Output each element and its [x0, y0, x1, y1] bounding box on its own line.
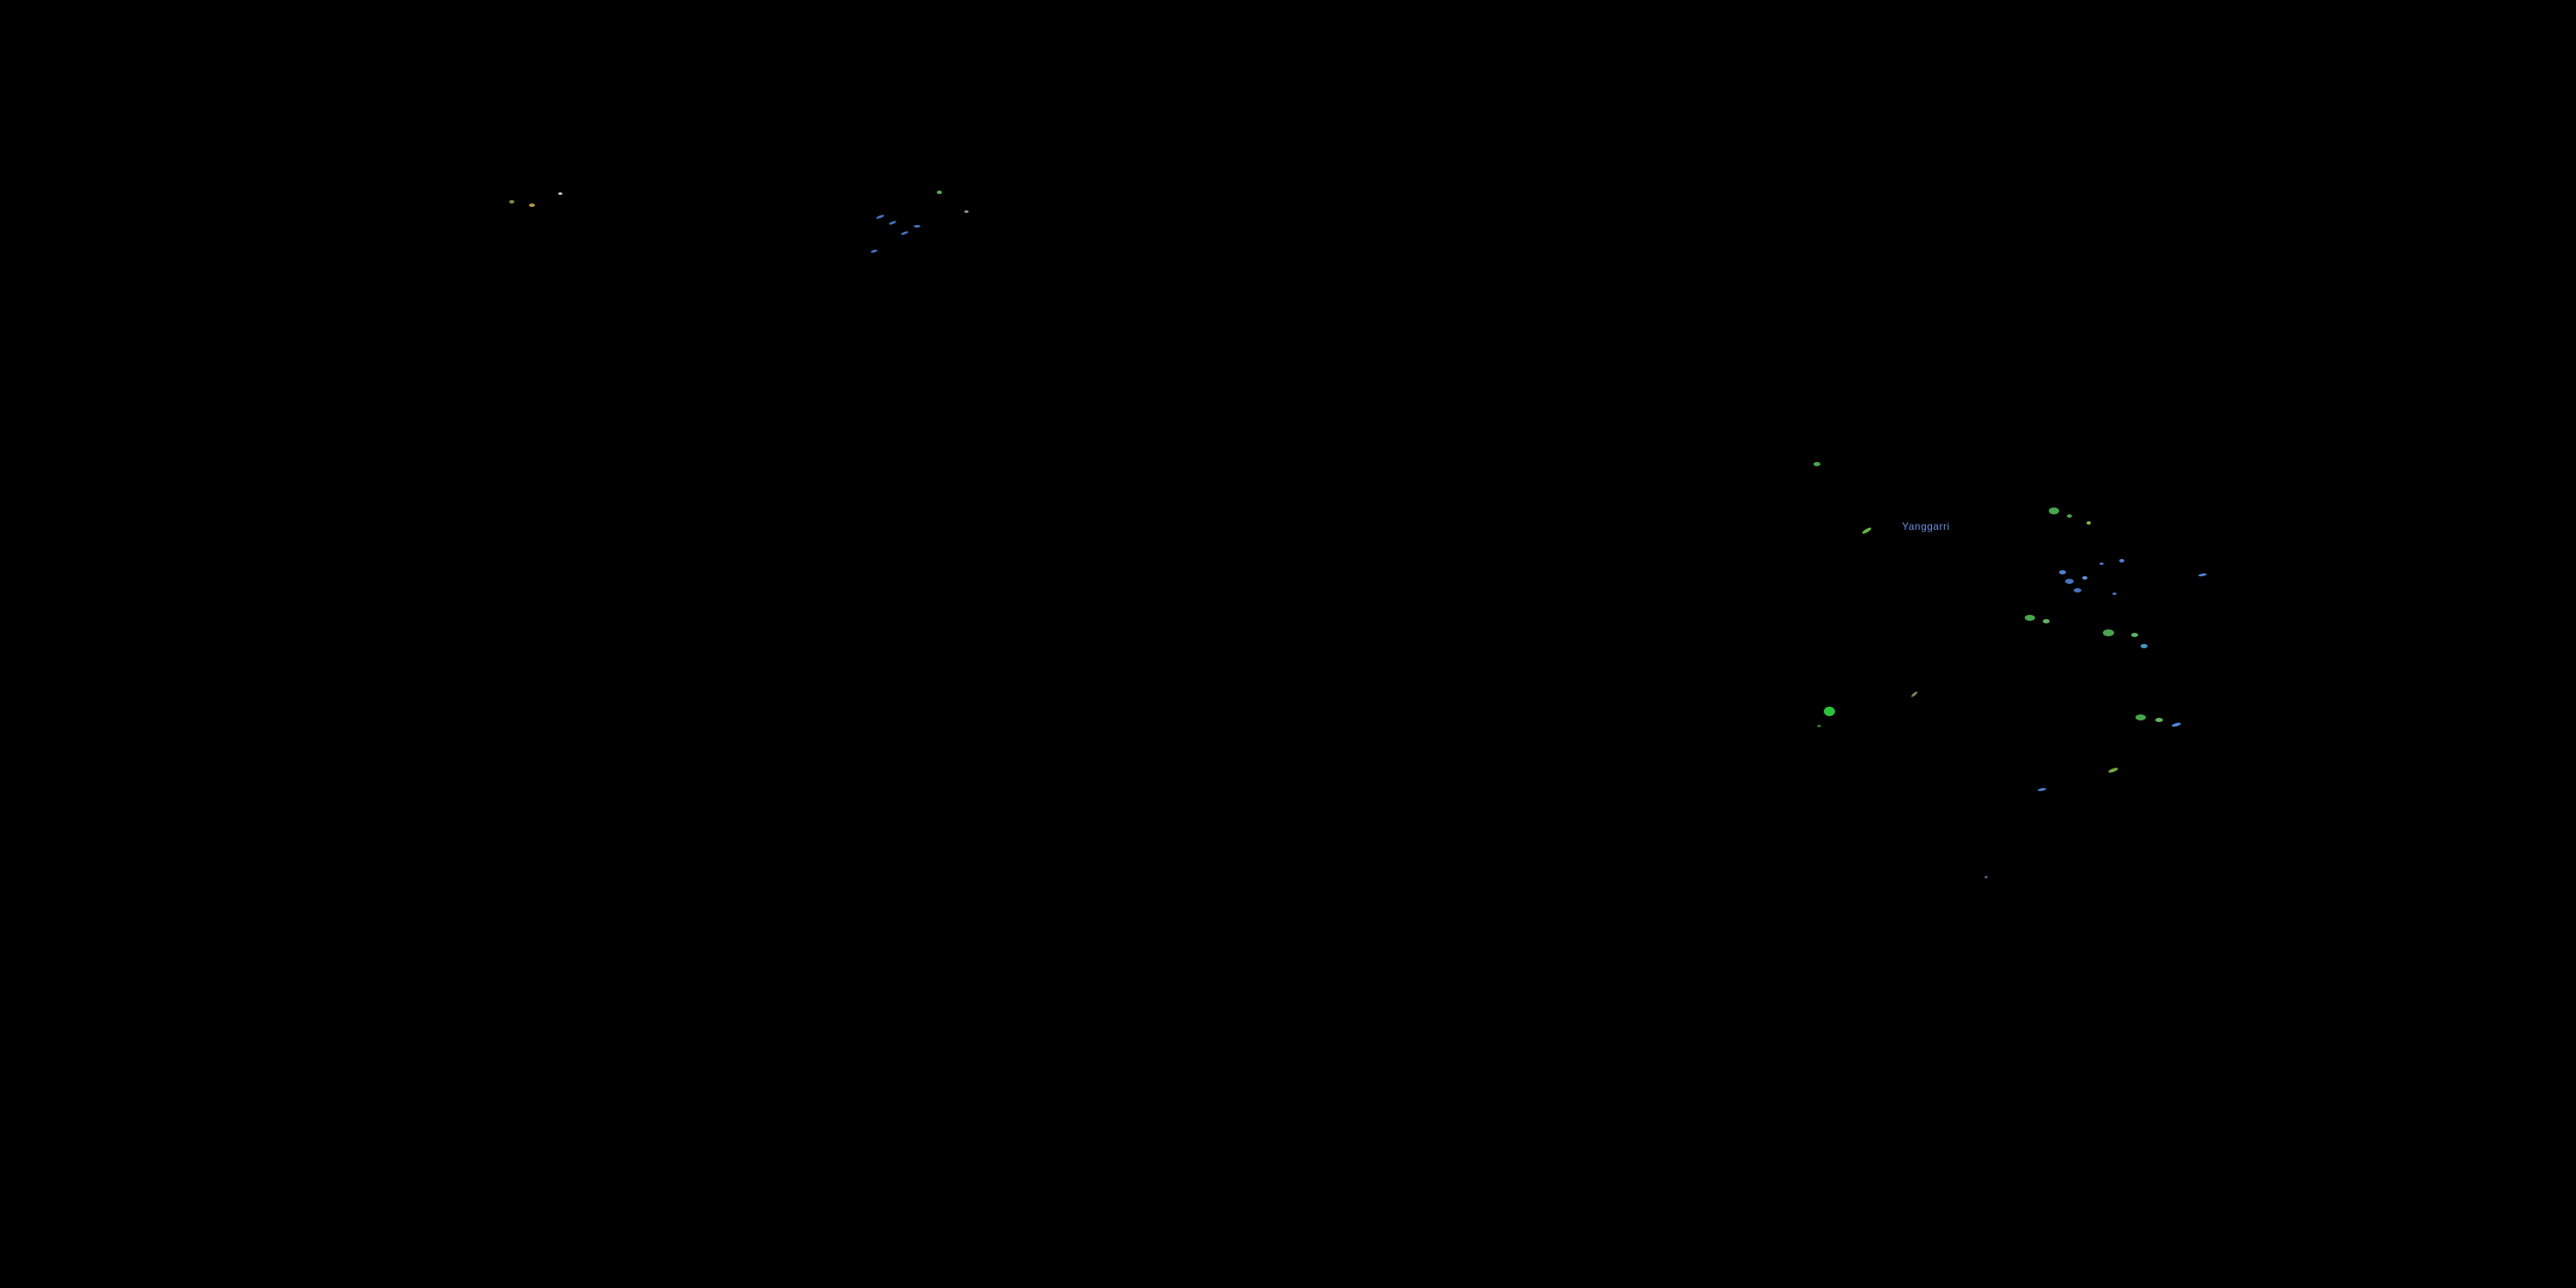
map-marker — [875, 214, 885, 220]
map-marker — [2107, 767, 2119, 774]
map-marker — [1861, 526, 1873, 535]
map-marker — [2112, 592, 2117, 595]
map-marker — [914, 225, 920, 228]
map-marker — [870, 249, 878, 253]
map-marker — [2074, 588, 2081, 592]
map-marker — [2049, 507, 2059, 514]
map-marker — [2059, 570, 2066, 574]
map-marker — [2067, 514, 2072, 518]
map-marker — [2037, 787, 2047, 792]
map-marker — [2099, 562, 2104, 565]
map-marker — [2119, 559, 2124, 562]
map-marker — [2065, 579, 2074, 584]
map-marker — [1911, 690, 1918, 698]
map-marker — [2136, 714, 2146, 720]
map-marker — [2155, 718, 2163, 722]
map-marker — [1814, 462, 1820, 466]
map-marker — [2087, 521, 2091, 525]
place-label: Yanggarri — [1902, 520, 1950, 532]
map-marker — [2025, 615, 2035, 621]
map-marker — [888, 220, 897, 226]
map-marker — [1984, 876, 1988, 878]
map-marker — [2141, 644, 2148, 648]
map-marker — [2197, 573, 2208, 577]
map-marker — [900, 230, 909, 236]
map-marker — [2131, 633, 2138, 637]
map-marker — [529, 204, 535, 207]
map-marker — [964, 210, 969, 213]
map-marker — [558, 192, 562, 195]
map-marker — [1824, 707, 1835, 716]
map-marker — [2103, 629, 2114, 636]
map-marker — [509, 200, 514, 204]
map-marker — [1817, 725, 1821, 727]
map-marker — [937, 191, 942, 194]
map-marker — [2043, 619, 2050, 623]
map-marker — [2082, 576, 2087, 580]
map-marker — [2171, 721, 2182, 728]
